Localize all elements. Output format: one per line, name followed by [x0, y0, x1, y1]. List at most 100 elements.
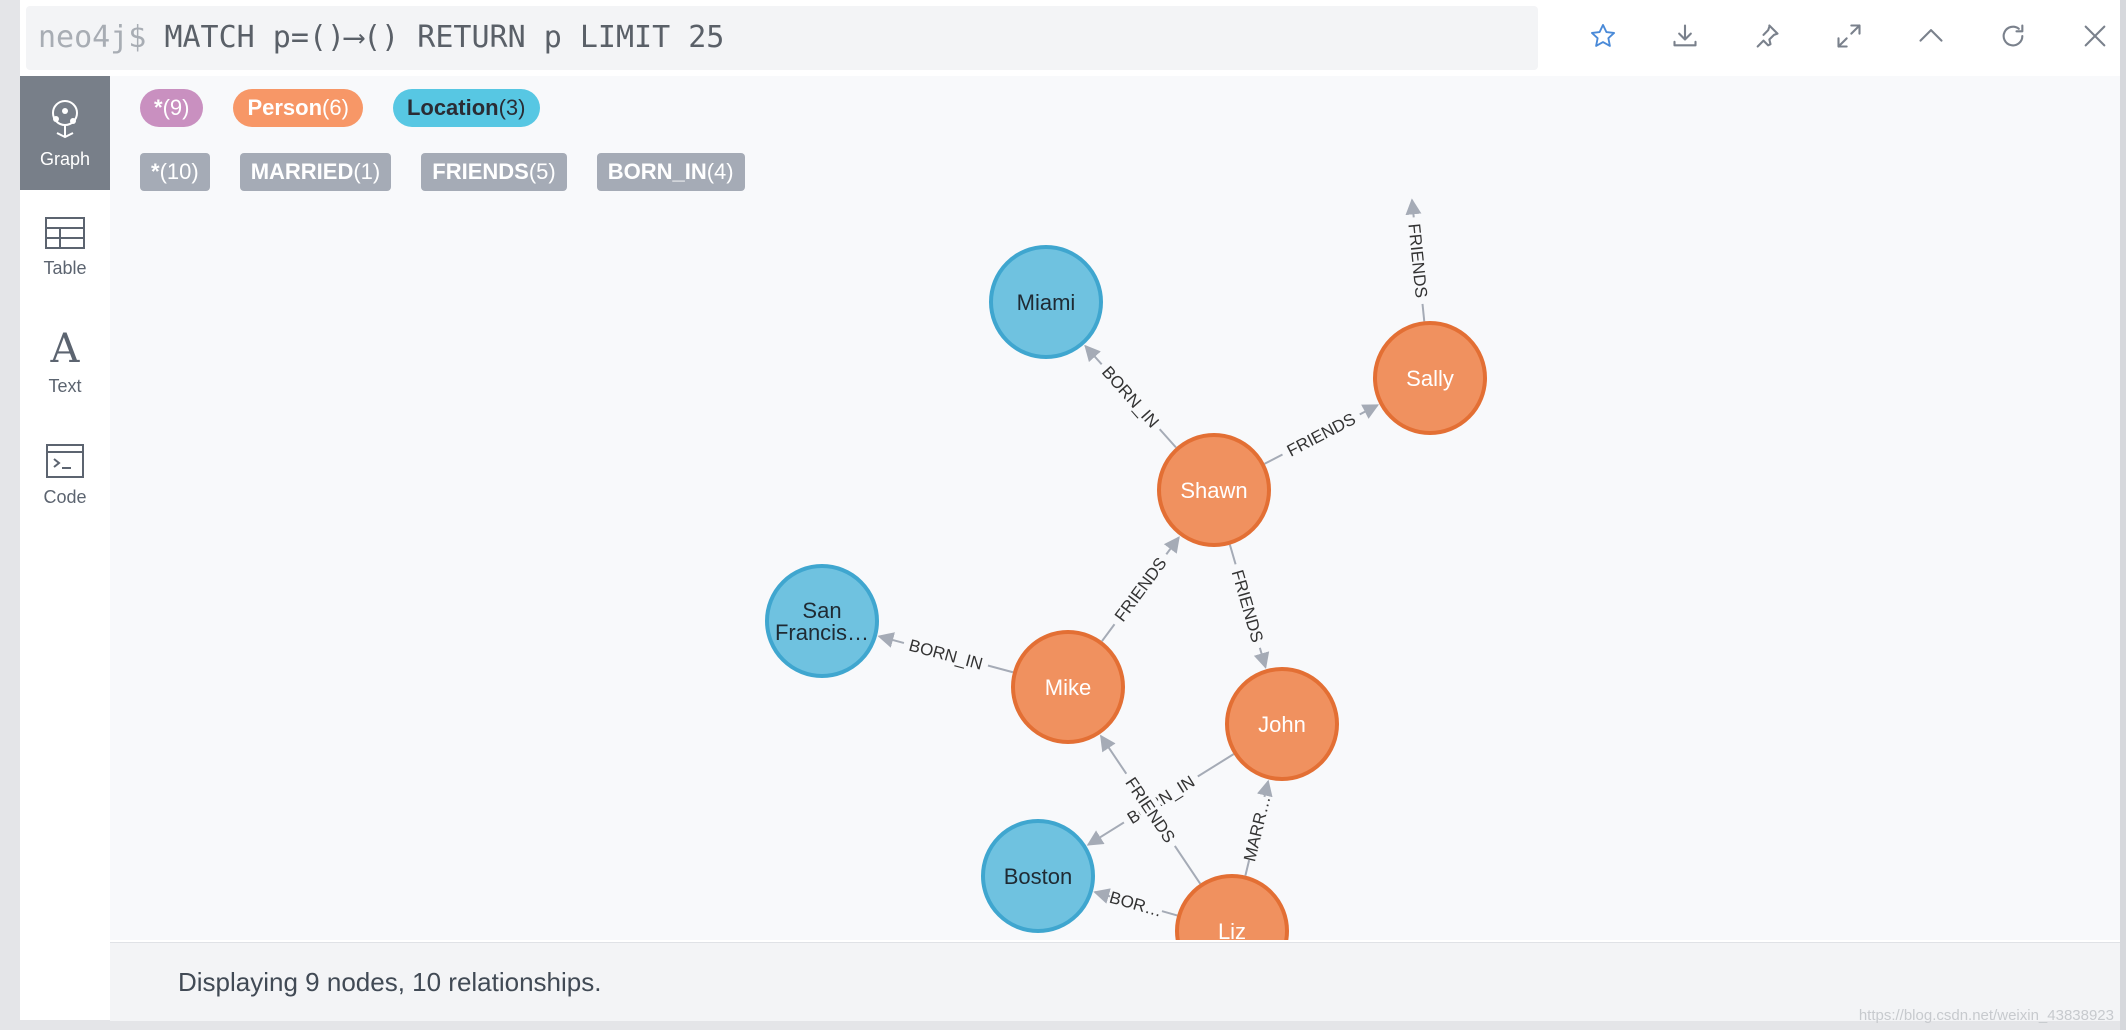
collapse-button[interactable] — [1890, 16, 1972, 56]
node-liz[interactable]: Liz — [1175, 874, 1289, 940]
rel-chip-born-in[interactable]: BORN_IN(4) — [596, 153, 745, 191]
relationship-label: FRIENDS — [1111, 554, 1171, 625]
chevron-up-icon — [1919, 29, 1943, 42]
node-label: Mike — [1045, 675, 1091, 700]
relationship-friends-7[interactable]: FRIENDS — [1100, 734, 1202, 885]
download-icon — [1673, 24, 1697, 47]
relationship-label: FRIENDS — [1404, 223, 1430, 299]
node-circle[interactable] — [989, 245, 1103, 359]
rerun-button[interactable] — [1972, 16, 2054, 56]
relationship-label-bg — [1117, 767, 1184, 853]
relationship-friends-2[interactable]: FRIENDS — [1402, 198, 1434, 322]
relationship-label: MARR… — [1240, 794, 1274, 864]
rel-chip-married[interactable]: MARRIED(1) — [239, 153, 392, 191]
text-icon: A — [50, 326, 81, 368]
relationship-bornin-0[interactable]: BORN_IN — [1084, 344, 1177, 449]
code-icon — [46, 443, 84, 478]
favorite-button[interactable] — [1562, 16, 1644, 56]
nav-table-label: Table — [43, 257, 87, 278]
result-frame: neo4j$ MATCH p=()⟶() RETURN p LIMIT 25 G… — [20, 0, 2120, 1021]
graph-view[interactable]: BORN_IN FRIENDS FRIENDS FRIENDS FRIENDS BORN_… — [110, 76, 2120, 940]
relationship-label-bg — [901, 632, 991, 677]
node-boston[interactable]: Boston — [981, 819, 1095, 933]
relationship-label-bg — [1225, 561, 1271, 651]
nav-text-label: Text — [48, 375, 82, 396]
node-label: John — [1258, 712, 1306, 737]
nav-code[interactable]: Code — [20, 418, 110, 532]
watermark: https://blog.csdn.net/weixin_43838923 — [1858, 1007, 2114, 1024]
label-chip-all[interactable]: *(9) — [140, 89, 204, 127]
node-miami[interactable]: Miami — [989, 245, 1103, 359]
node-sally[interactable]: Sally — [1373, 321, 1487, 435]
nav-graph-label: Graph — [39, 148, 91, 169]
relationship-label-bg — [1118, 767, 1204, 832]
node-label: Miami — [1017, 290, 1076, 315]
node-circle[interactable] — [765, 564, 879, 678]
relationship-friends-4[interactable]: FRIENDS — [1225, 544, 1271, 669]
node-shawn[interactable]: Shawn — [1157, 433, 1271, 547]
node-circle[interactable] — [1225, 667, 1339, 781]
graph-canvas[interactable]: BORN_IN FRIENDS FRIENDS FRIENDS FRIENDS BORN_… — [110, 76, 2120, 940]
expand-icon — [1837, 24, 1861, 48]
relationship-label: FRIENDS — [1228, 568, 1267, 645]
node-circle[interactable] — [1175, 874, 1289, 940]
rel-chip-friends[interactable]: FRIENDS(5) — [421, 153, 567, 191]
node-label: San — [802, 598, 841, 623]
status-text: Displaying 9 nodes, 10 relationships. — [178, 967, 602, 997]
node-sf[interactable]: SanFrancis… — [765, 564, 879, 678]
relationship-label: BORN_IN — [907, 636, 985, 674]
nav-graph[interactable]: Graph — [20, 76, 110, 190]
node-circle[interactable] — [1373, 321, 1487, 435]
svg-text:A: A — [50, 326, 81, 368]
node-label: Liz — [1218, 919, 1246, 940]
nav-table[interactable]: Table — [20, 190, 110, 304]
frame-toolbar — [1562, 16, 2126, 56]
query-text[interactable]: MATCH p=()⟶() RETURN p LIMIT 25 — [164, 20, 725, 55]
relationship-label-bg — [1277, 404, 1365, 465]
pin-button[interactable] — [1726, 16, 1808, 56]
fullscreen-button[interactable] — [1808, 16, 1890, 56]
query-editor[interactable]: neo4j$ MATCH p=()⟶() RETURN p LIMIT 25 — [26, 6, 1538, 70]
star-icon — [1590, 23, 1616, 47]
relationship-label-bg — [1402, 216, 1434, 306]
nav-text[interactable]: A Text — [20, 304, 110, 418]
status-bar: Displaying 9 nodes, 10 relationships. — [110, 942, 2120, 1021]
relationship-friends-1[interactable]: FRIENDS — [1264, 404, 1380, 465]
node-circle[interactable] — [981, 819, 1095, 933]
relationship-bor-9[interactable]: BOR… — [1093, 885, 1178, 922]
download-button[interactable] — [1644, 16, 1726, 56]
relationship-label-bg — [1106, 885, 1165, 922]
close-button[interactable] — [2054, 16, 2126, 56]
label-chip-person[interactable]: Person(6) — [233, 89, 363, 127]
node-label-row: *(9) Person(6) Location(3) — [140, 88, 745, 128]
label-chip-location[interactable]: Location(3) — [392, 89, 540, 127]
node-john[interactable]: John — [1225, 667, 1339, 781]
rel-chip-all[interactable]: *(10) — [140, 153, 210, 191]
relationship-bornin-5[interactable]: BORN_IN — [877, 632, 1014, 677]
graph-icon — [52, 99, 78, 138]
close-icon — [2084, 25, 2106, 47]
relationship-label-bg — [1105, 547, 1176, 631]
relationship-marr-8[interactable]: MARR… — [1238, 779, 1276, 876]
refresh-icon — [2002, 24, 2024, 47]
editor-prompt: neo4j$ — [38, 20, 147, 55]
legend: *(9) Person(6) Location(3) *(10) MARRIED… — [140, 88, 745, 216]
table-icon — [45, 216, 85, 249]
node-label: Shawn — [1180, 478, 1247, 503]
node-label: Francis… — [775, 620, 869, 645]
pin-icon — [1756, 24, 1779, 48]
node-mike[interactable]: Mike — [1011, 630, 1125, 744]
relationship-label-bg — [1093, 356, 1168, 437]
node-label: Boston — [1004, 864, 1073, 889]
node-label: Sally — [1406, 366, 1454, 391]
relationship-label-bg — [1238, 794, 1276, 863]
view-switcher: Graph Table A Text Code — [20, 76, 110, 1016]
rel-type-row: *(10) MARRIED(1) FRIENDS(5) BORN_IN(4) — [140, 152, 745, 192]
relationship-friends-3[interactable]: FRIENDS — [1101, 536, 1180, 642]
relationship-label: FRIENDS — [1284, 409, 1359, 460]
node-circle[interactable] — [1157, 433, 1271, 547]
node-circle[interactable] — [1011, 630, 1125, 744]
nav-code-label: Code — [43, 486, 87, 507]
scrollbar[interactable] — [2120, 0, 2126, 1030]
relationship-label: BORN_IN — [1098, 363, 1163, 432]
